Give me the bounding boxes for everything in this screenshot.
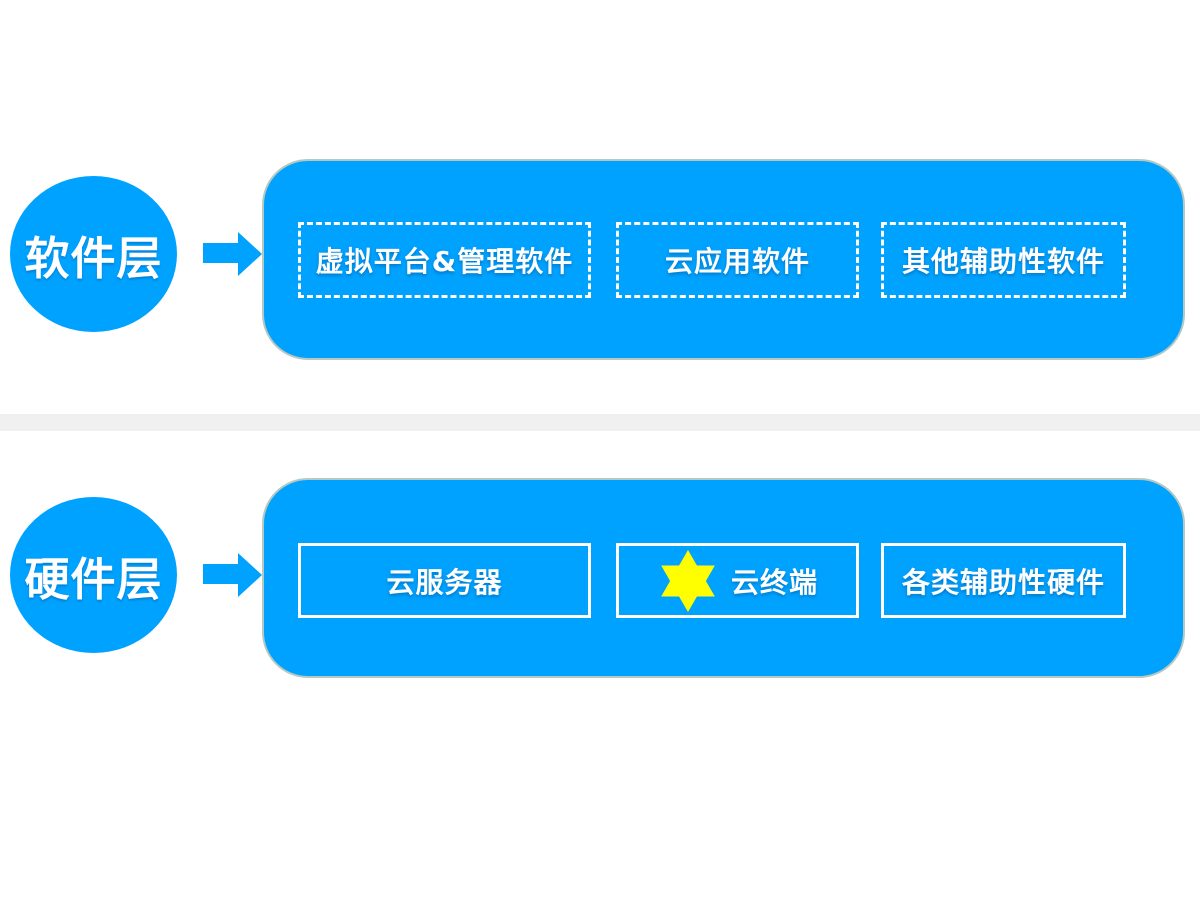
hardware-item-cloud-terminal: 云终端 (616, 543, 859, 618)
arrow-right-icon (203, 553, 262, 597)
software-item-label: 云应用软件 (664, 245, 810, 278)
software-item-other-software: 其他辅助性软件 (881, 222, 1126, 298)
software-layer-panel (262, 159, 1185, 360)
hardware-item-label: 云服务器 (386, 565, 503, 599)
arrow-right-icon (203, 232, 262, 276)
hardware-item-other-hardware: 各类辅助性硬件 (881, 543, 1126, 618)
hardware-item-cloud-server: 云服务器 (298, 543, 591, 618)
hardware-layer-panel (262, 478, 1185, 678)
software-layer-label: 软件层 (24, 231, 163, 285)
software-item-virtual-platform: 虚拟平台&管理软件 (298, 222, 591, 298)
hardware-item-label: 各类辅助性硬件 (901, 565, 1105, 599)
software-layer-circle: 软件层 (10, 176, 177, 332)
software-item-cloud-apps: 云应用软件 (616, 222, 859, 298)
software-item-label: 其他辅助性软件 (901, 245, 1105, 278)
star-icon (661, 549, 715, 612)
hardware-layer-circle: 硬件层 (10, 497, 177, 653)
software-item-label: 虚拟平台&管理软件 (315, 245, 574, 278)
hardware-layer-label: 硬件层 (24, 552, 163, 606)
hardware-item-label: 云终端 (730, 565, 818, 599)
section-divider (0, 414, 1200, 431)
